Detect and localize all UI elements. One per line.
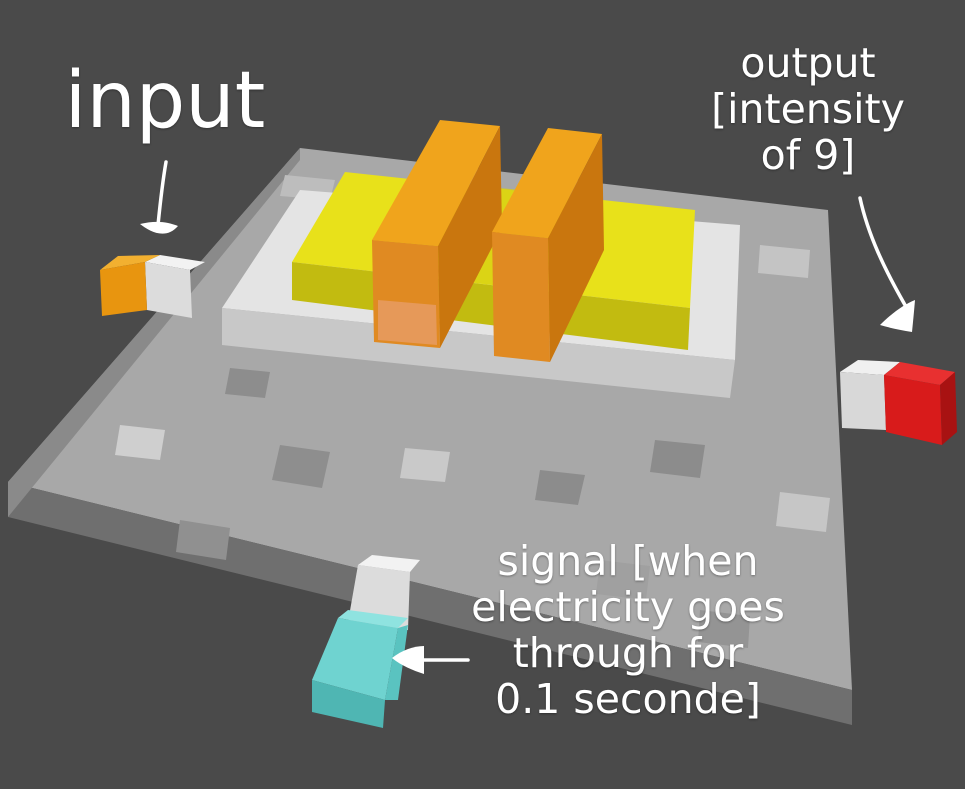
signal-label: signal [when electricity goes through fo…: [448, 538, 808, 722]
output-label-line-2: [intensity: [711, 85, 905, 133]
arrow-to-signal: [392, 646, 470, 674]
output-label-line-1: output: [740, 39, 876, 87]
output-port: [840, 360, 957, 445]
orange-pillar-left: [372, 120, 502, 348]
input-port: [100, 255, 205, 318]
signal-label-line-3: through for: [512, 629, 744, 677]
orange-pillar-right: [492, 128, 604, 362]
output-label: output [intensity of 9]: [678, 40, 938, 178]
arrow-to-input: [140, 160, 178, 234]
signal-label-line-2: electricity goes: [471, 583, 785, 631]
input-label: input: [40, 56, 290, 146]
output-label-line-3: of 9]: [760, 131, 856, 179]
signal-label-line-1: signal [when: [497, 537, 759, 585]
signal-port: [312, 555, 420, 728]
input-label-line: input: [64, 56, 266, 146]
arrow-to-output: [858, 196, 915, 332]
signal-label-line-4: 0.1 seconde]: [495, 675, 761, 723]
